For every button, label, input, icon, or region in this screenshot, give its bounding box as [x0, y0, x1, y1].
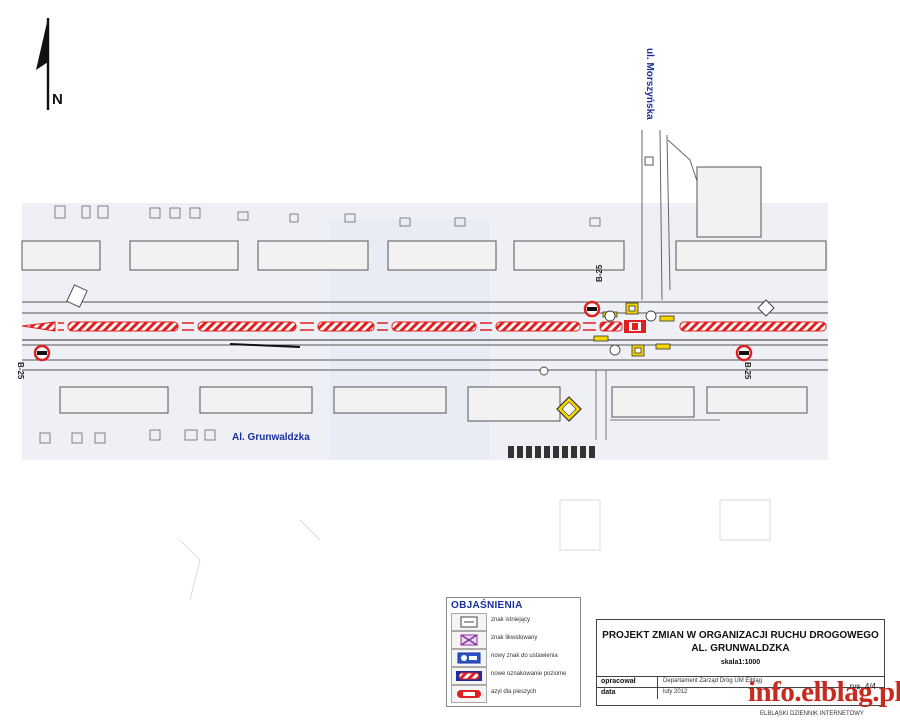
b25-sign-icon [735, 344, 753, 362]
b25-sign-icon [33, 344, 51, 362]
legend-item: azyl dla pieszych [451, 685, 576, 703]
watermark-tagline: ELBLĄSKI DZIENNIK INTERNETOWY [760, 711, 864, 717]
parking-stalls [508, 446, 595, 458]
pedestrian-refuge [624, 320, 646, 333]
buildings-north [21, 166, 827, 271]
watermark-logo: info.elblag.pl [748, 676, 900, 708]
street-label-grunwaldzka: Al. Grunwaldzka [232, 432, 310, 443]
title-block: PROJEKT ZMIAN W ORGANIZACJI RUCHU DROGOW… [596, 619, 885, 706]
removed-sign-icon [451, 631, 487, 649]
new-signs [593, 302, 675, 357]
priority-road-sign-icon [556, 396, 582, 422]
legend-item: znak istniejący [451, 613, 576, 631]
legend-item: nowy znak do ustawienia [451, 649, 576, 667]
island-gaps [58, 322, 596, 331]
prepared-value: Departament Zarząd Dróg UM Elbląg [663, 678, 763, 684]
road-lines [22, 301, 828, 371]
buildings-south [59, 386, 808, 422]
horizontal-markings [21, 321, 827, 332]
existing-sign-icon [451, 613, 487, 631]
legend: OBJAŚNIENIA znak istniejący znak likwido… [446, 597, 581, 707]
sign-label-center: B-25 [595, 264, 604, 282]
pedestrian-refuge-icon [451, 685, 487, 703]
street-label-morszynska: ul. Morszyńska [644, 48, 655, 120]
project-subtitle: AL. GRUNWALDZKA [691, 643, 790, 654]
legend-item: znak likwidowany [451, 631, 576, 649]
sign-label-left: B-25 [16, 362, 25, 380]
b25-sign-icon [583, 300, 601, 318]
sign-label-right: B-25 [743, 362, 752, 380]
sheet-number: rys. 4/4 [849, 682, 876, 691]
north-arrow-icon [36, 18, 50, 110]
date-value: luty 2012 [663, 689, 688, 695]
site-plan-map [21, 129, 828, 600]
prepared-key: opracował [601, 678, 636, 685]
legend-title: OBJAŚNIENIA [451, 600, 523, 611]
date-key: data [601, 689, 616, 696]
project-title: PROJEKT ZMIAN W ORGANIZACJI RUCHU DROGOW… [602, 630, 879, 641]
project-scale: skala1:1000 [720, 659, 761, 666]
date-row: data luty 2012 [597, 687, 884, 699]
north-label: N [52, 91, 63, 108]
new-sign-icon [451, 649, 487, 667]
legend-item: nowe oznakowanie poziome [451, 667, 576, 685]
prepared-row: opracował Departament Zarząd Dróg UM Elb… [597, 676, 884, 688]
horizontal-marking-icon [451, 667, 487, 685]
